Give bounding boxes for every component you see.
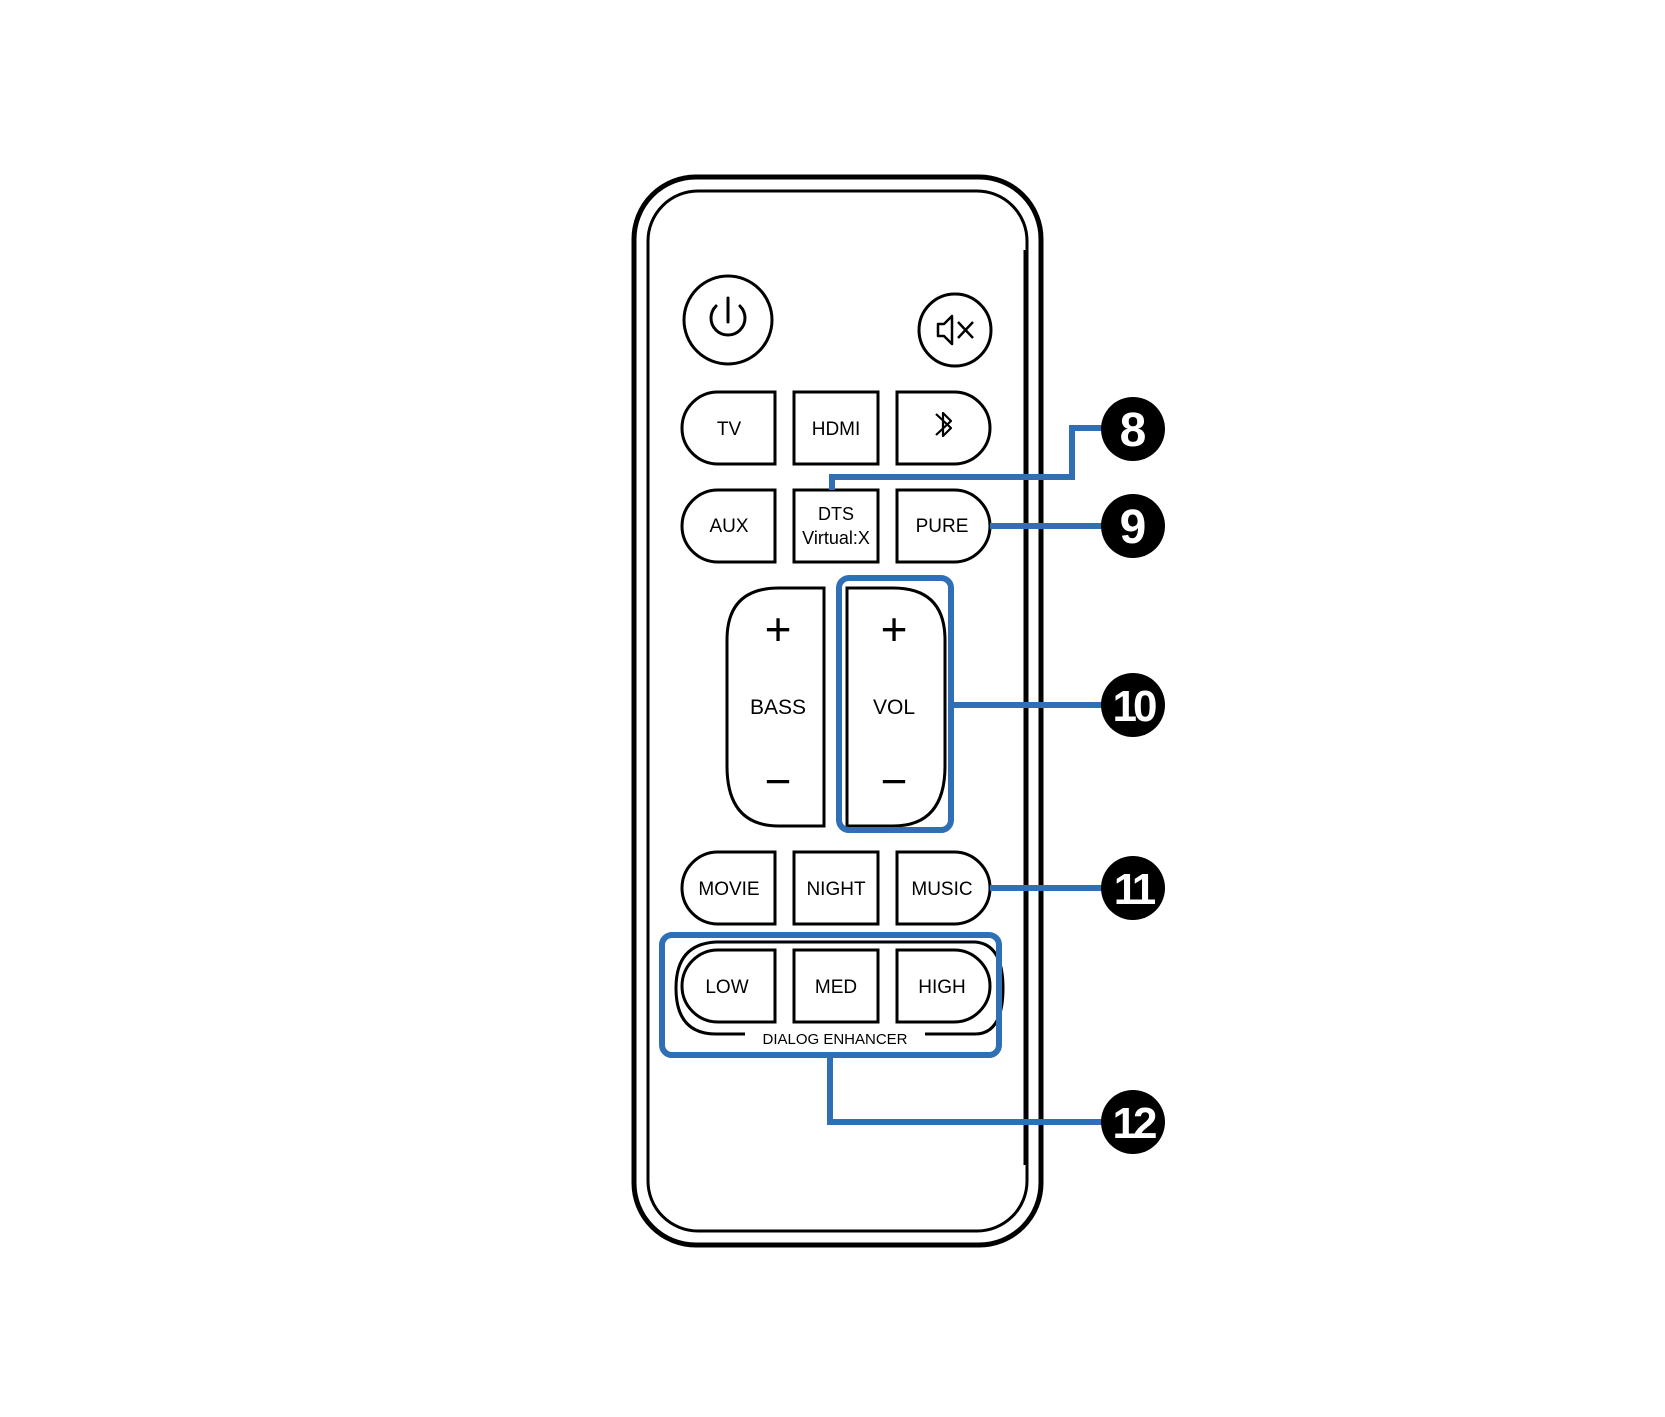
- bass-plus[interactable]: +: [765, 603, 792, 655]
- bass-minus[interactable]: −: [765, 755, 792, 807]
- vol-plus[interactable]: +: [881, 603, 908, 655]
- callout-badge-8: 8: [1101, 397, 1165, 461]
- music-button[interactable]: MUSIC: [895, 850, 992, 926]
- music-label: MUSIC: [911, 879, 972, 900]
- pure-label: PURE: [916, 516, 969, 537]
- aux-button[interactable]: AUX: [680, 488, 777, 564]
- movie-button[interactable]: MOVIE: [680, 850, 777, 926]
- high-label: HIGH: [918, 977, 966, 998]
- callout-line-8: [829, 425, 1110, 490]
- low-label: LOW: [705, 977, 748, 998]
- svg-text:10: 10: [1113, 682, 1156, 731]
- callout-badge-11: 11: [1101, 856, 1165, 920]
- vol-rocker[interactable]: + VOL −: [845, 586, 947, 828]
- low-button[interactable]: LOW: [680, 948, 777, 1024]
- dts-virtualx-button[interactable]: DTS Virtual:X: [792, 488, 880, 564]
- callout-badge-12: 12: [1101, 1090, 1165, 1154]
- bass-label: BASS: [750, 696, 806, 719]
- bass-rocker[interactable]: + BASS −: [725, 586, 826, 828]
- svg-text:9: 9: [1120, 501, 1147, 554]
- callout-line-12: [827, 1055, 1110, 1125]
- virtualx-label: Virtual:X: [802, 528, 870, 548]
- svg-text:11: 11: [1114, 865, 1156, 914]
- high-button[interactable]: HIGH: [895, 948, 992, 1024]
- pure-button[interactable]: PURE: [895, 488, 992, 564]
- callout-badge-9: 9: [1101, 494, 1165, 558]
- med-label: MED: [815, 977, 857, 998]
- night-button[interactable]: NIGHT: [792, 850, 880, 926]
- bluetooth-icon: [935, 411, 953, 438]
- tv-label: TV: [717, 419, 742, 440]
- hdmi-label: HDMI: [812, 419, 861, 440]
- night-label: NIGHT: [806, 879, 866, 900]
- hdmi-button[interactable]: HDMI: [792, 390, 880, 466]
- bluetooth-button[interactable]: [895, 390, 992, 466]
- dts-label: DTS: [818, 504, 854, 524]
- power-button[interactable]: [682, 274, 774, 366]
- svg-text:8: 8: [1120, 404, 1147, 457]
- med-button[interactable]: MED: [792, 948, 880, 1024]
- aux-label: AUX: [709, 516, 748, 537]
- mute-button[interactable]: [917, 292, 993, 368]
- movie-label: MOVIE: [698, 879, 759, 900]
- power-icon: [709, 296, 747, 337]
- mute-icon: [936, 314, 974, 346]
- dialog-enhancer-label: DIALOG ENHANCER: [762, 1031, 907, 1048]
- svg-text:12: 12: [1113, 1099, 1156, 1148]
- callout-badge-10: 10: [1101, 673, 1165, 737]
- vol-label: VOL: [873, 696, 915, 719]
- tv-button[interactable]: TV: [680, 390, 777, 466]
- callout-lines: [659, 425, 1110, 1125]
- vol-minus[interactable]: −: [881, 755, 908, 807]
